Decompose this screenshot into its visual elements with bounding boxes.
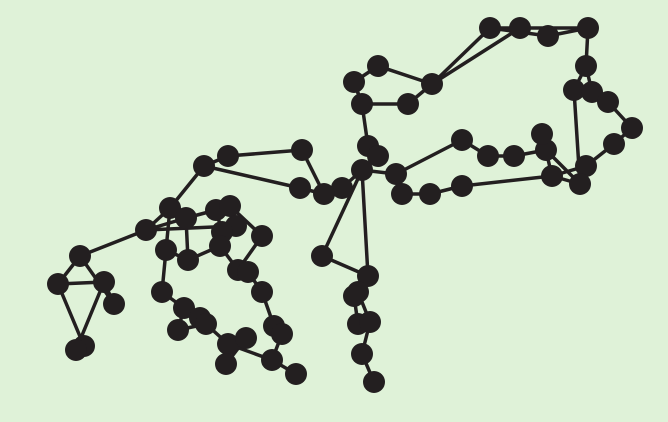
graph-node — [581, 81, 603, 103]
graph-node — [47, 273, 69, 295]
graph-node — [285, 363, 307, 385]
graph-node — [271, 323, 293, 345]
graph-node — [173, 297, 195, 319]
graph-node — [621, 117, 643, 139]
graph-node — [451, 129, 473, 151]
graph-node — [193, 155, 215, 177]
graph-node — [135, 219, 157, 241]
graph-node — [209, 235, 231, 257]
graph-node — [219, 195, 241, 217]
graph-node — [251, 281, 273, 303]
graph-node — [421, 73, 443, 95]
graph-node — [537, 25, 559, 47]
graph-node — [351, 159, 373, 181]
graph-edge — [56, 282, 86, 348]
graph-node — [177, 249, 199, 271]
graph-node — [503, 145, 525, 167]
graph-edge — [430, 26, 492, 86]
nodes — [47, 17, 643, 393]
graph-edge — [226, 148, 304, 158]
graph-node — [261, 349, 283, 371]
graph-node — [575, 155, 597, 177]
graph-node — [477, 145, 499, 167]
graph-node — [291, 139, 313, 161]
graph-node — [343, 71, 365, 93]
graph-node — [569, 173, 591, 195]
graph-node — [385, 163, 407, 185]
graph-node — [235, 327, 257, 349]
graph-node — [331, 177, 353, 199]
graph-node — [251, 225, 273, 247]
graph-node — [217, 145, 239, 167]
graph-edge — [430, 26, 522, 86]
graph-edge — [360, 168, 370, 278]
graph-node — [577, 17, 599, 39]
graph-node — [451, 175, 473, 197]
graph-edge — [460, 174, 554, 188]
graph-node — [313, 183, 335, 205]
graph-node — [195, 313, 217, 335]
graph-node — [419, 183, 441, 205]
graph-node — [167, 319, 189, 341]
graph-node — [175, 207, 197, 229]
graph-node — [397, 93, 419, 115]
graph-node — [343, 285, 365, 307]
graph-node — [289, 177, 311, 199]
graph-edge — [202, 164, 302, 190]
graph-edge — [394, 138, 464, 176]
graph-edge — [320, 168, 364, 258]
graph-node — [237, 261, 259, 283]
graph-node — [103, 293, 125, 315]
graph-node — [359, 311, 381, 333]
graph-edge — [78, 228, 148, 258]
graph-node — [215, 353, 237, 375]
graph-node — [93, 271, 115, 293]
graph-node — [391, 183, 413, 205]
graph-node — [351, 343, 373, 365]
graph-node — [563, 79, 585, 101]
graph-node — [311, 245, 333, 267]
graph-node — [575, 55, 597, 77]
graph-node — [151, 281, 173, 303]
graph-node — [351, 93, 373, 115]
graph-node — [363, 371, 385, 393]
graph-node — [155, 239, 177, 261]
graph-node — [69, 245, 91, 267]
graph-node — [479, 17, 501, 39]
graph-node — [367, 55, 389, 77]
graph-node — [357, 265, 379, 287]
graph-node — [509, 17, 531, 39]
graph-node — [217, 333, 239, 355]
graph-node — [65, 339, 87, 361]
graph-node — [541, 165, 563, 187]
graph-node — [531, 123, 553, 145]
graph-node — [603, 133, 625, 155]
graph-node — [159, 197, 181, 219]
graph-node — [597, 91, 619, 113]
graph-node — [367, 145, 389, 167]
